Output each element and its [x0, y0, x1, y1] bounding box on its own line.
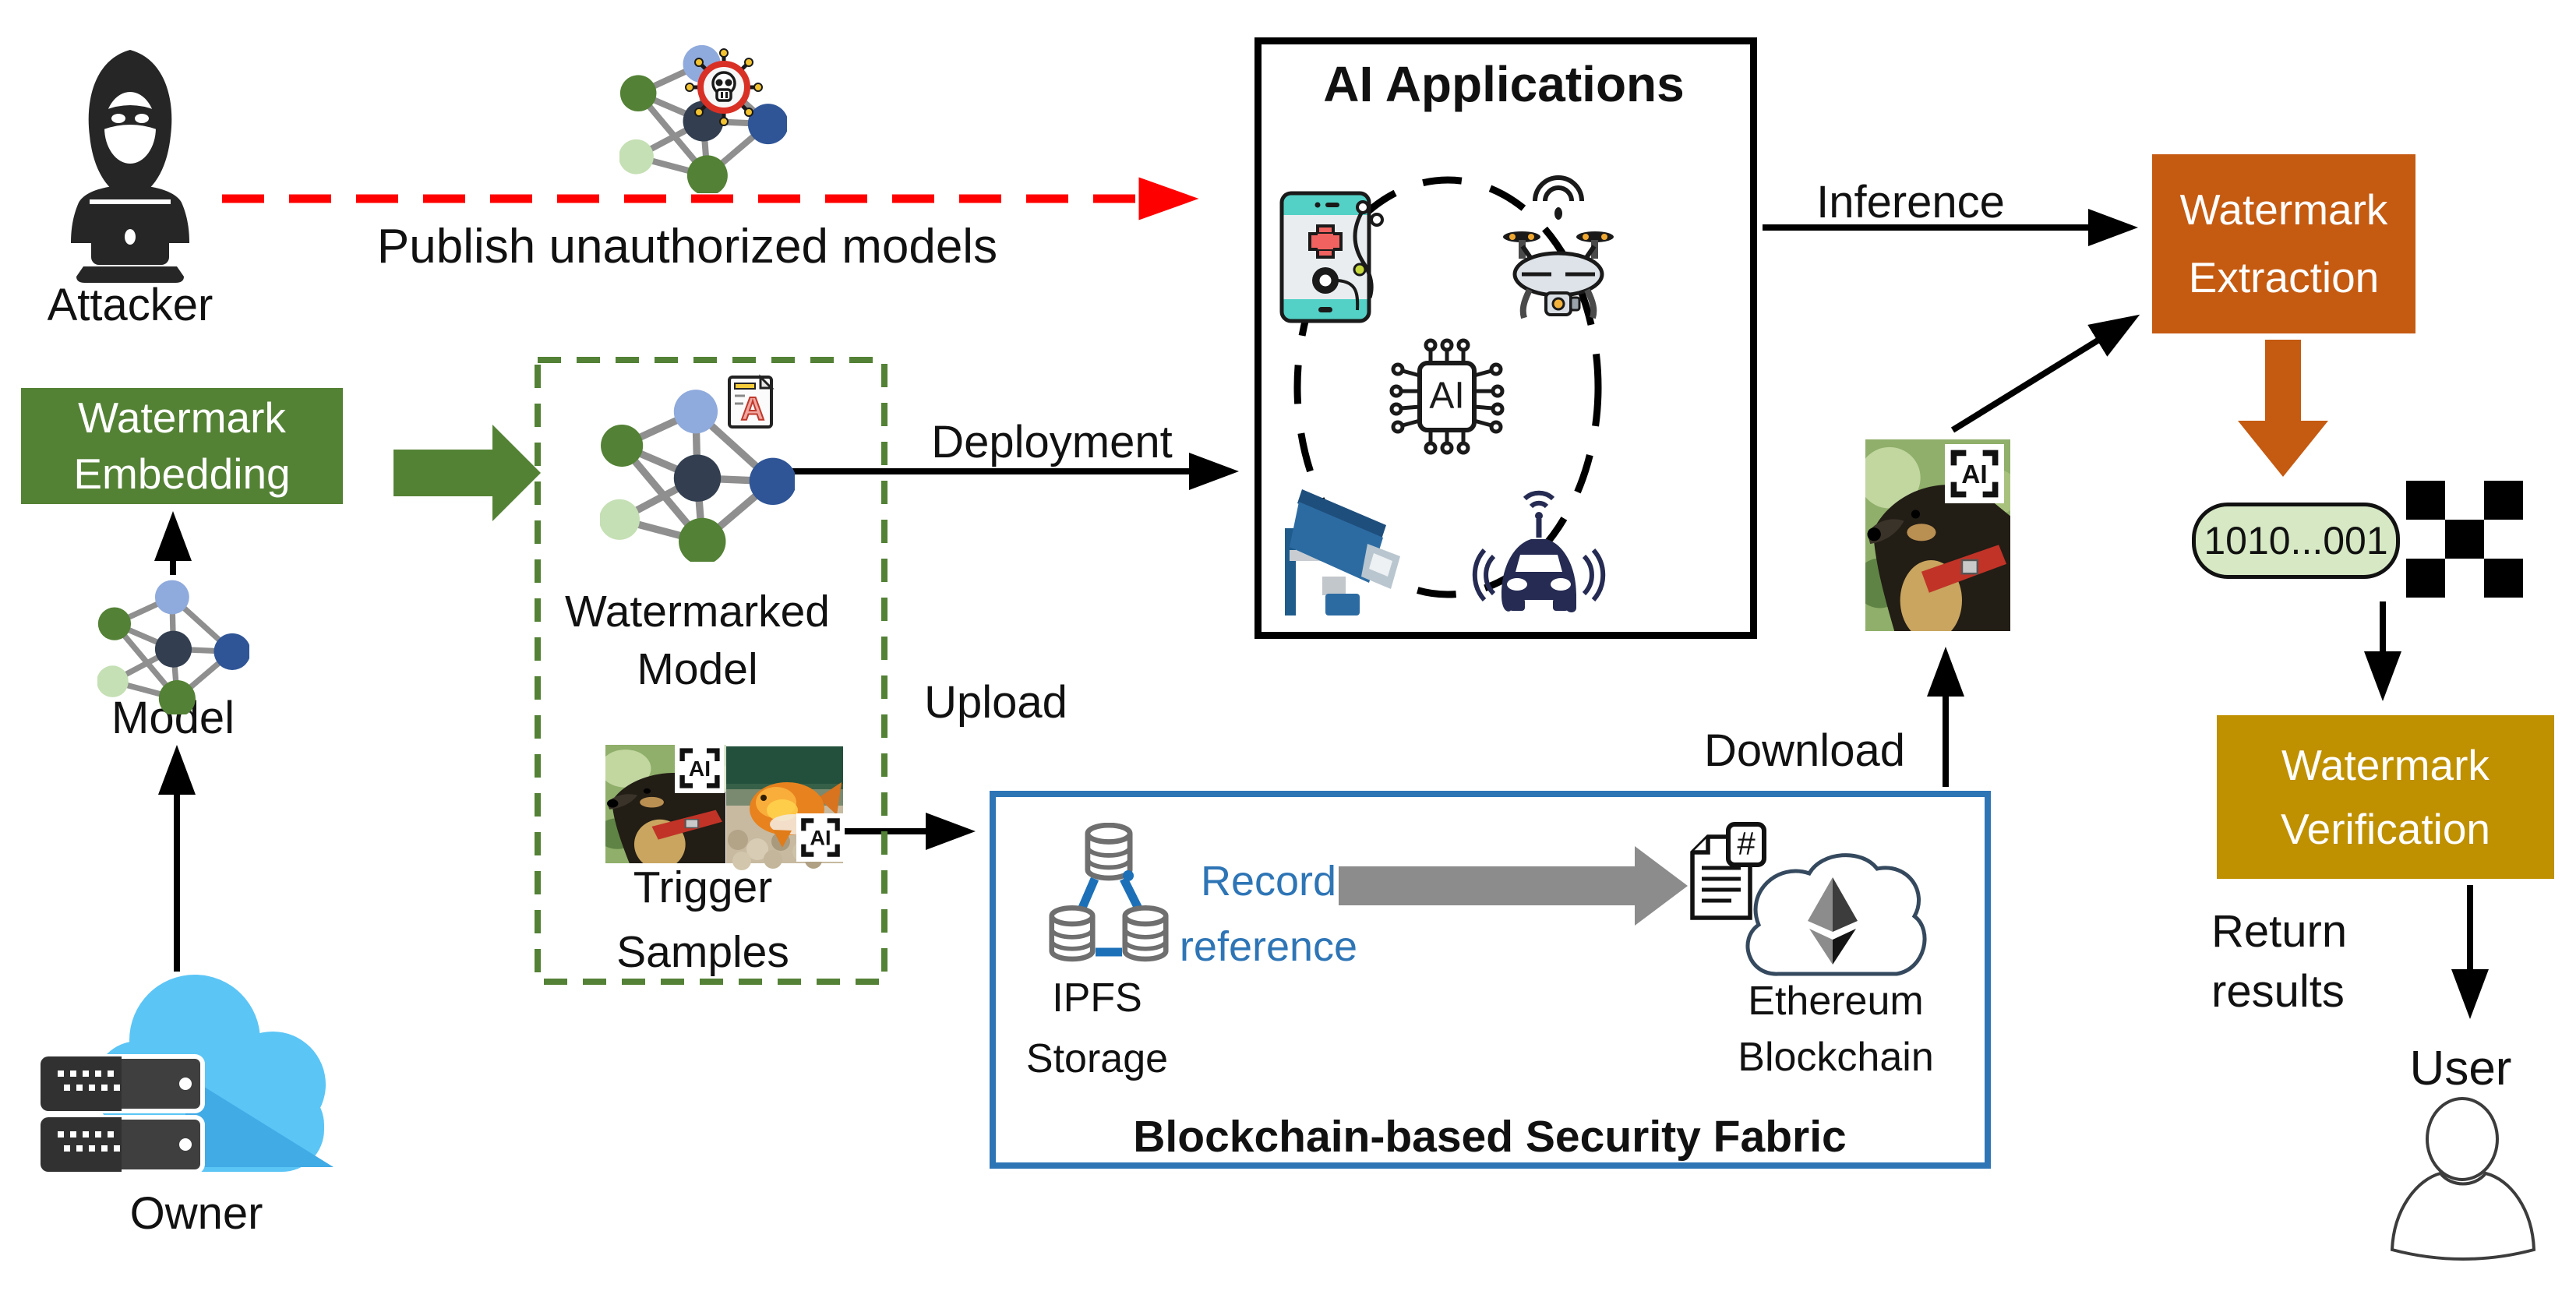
- record-reference-label: Record reference: [1179, 858, 1358, 970]
- watermark-verification-box: Watermark Verification: [2217, 715, 2554, 879]
- ethereum-blockchain-label: Ethereum Blockchain: [1738, 979, 1934, 1080]
- ai-applications-title: AI Applications: [1323, 56, 1685, 112]
- deployment-label: Deployment: [931, 417, 1173, 467]
- inference-label: Inference: [1816, 177, 2005, 228]
- download-label: Download: [1704, 725, 1905, 776]
- user-label: User: [2409, 1042, 2512, 1095]
- watermark-embedding-box: Watermark Embedding: [21, 388, 343, 504]
- attacker-label: Attacker: [47, 280, 213, 330]
- binary-watermark-pill: 1010...001: [2192, 503, 2400, 579]
- model-label: Model: [111, 693, 235, 743]
- owner-label: Owner: [129, 1188, 263, 1239]
- upload-label: Upload: [924, 677, 1067, 728]
- watermarked-model-label: Watermarked Model: [565, 587, 830, 695]
- security-fabric-title: Blockchain-based Security Fabric: [1133, 1112, 1847, 1162]
- publish-label: Publish unauthorized models: [376, 220, 998, 273]
- ipfs-storage-label: IPFS Storage: [1025, 975, 1169, 1081]
- watermark-extraction-box: Watermark Extraction: [2152, 154, 2415, 333]
- blockchain-security-fabric-box: [990, 791, 1991, 1169]
- ai-applications-box: [1254, 37, 1757, 639]
- trigger-samples-label: Trigger Samples: [616, 862, 789, 977]
- return-results-label: Return results: [2211, 906, 2348, 1017]
